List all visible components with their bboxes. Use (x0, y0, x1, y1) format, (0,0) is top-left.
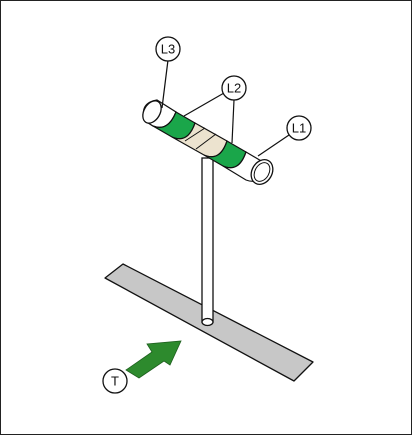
leader-l3 (162, 60, 168, 108)
leader-l2-b (232, 100, 234, 143)
callout-l1-text: L1 (292, 121, 306, 136)
callout-l3-text: L3 (161, 42, 175, 57)
leader-l1 (258, 135, 289, 156)
stand-pole (202, 158, 213, 326)
leader-l2-a (184, 93, 224, 116)
direction-arrow (126, 341, 181, 378)
callout-l2-text: L2 (227, 81, 241, 96)
callout-t-text: T (111, 374, 119, 389)
